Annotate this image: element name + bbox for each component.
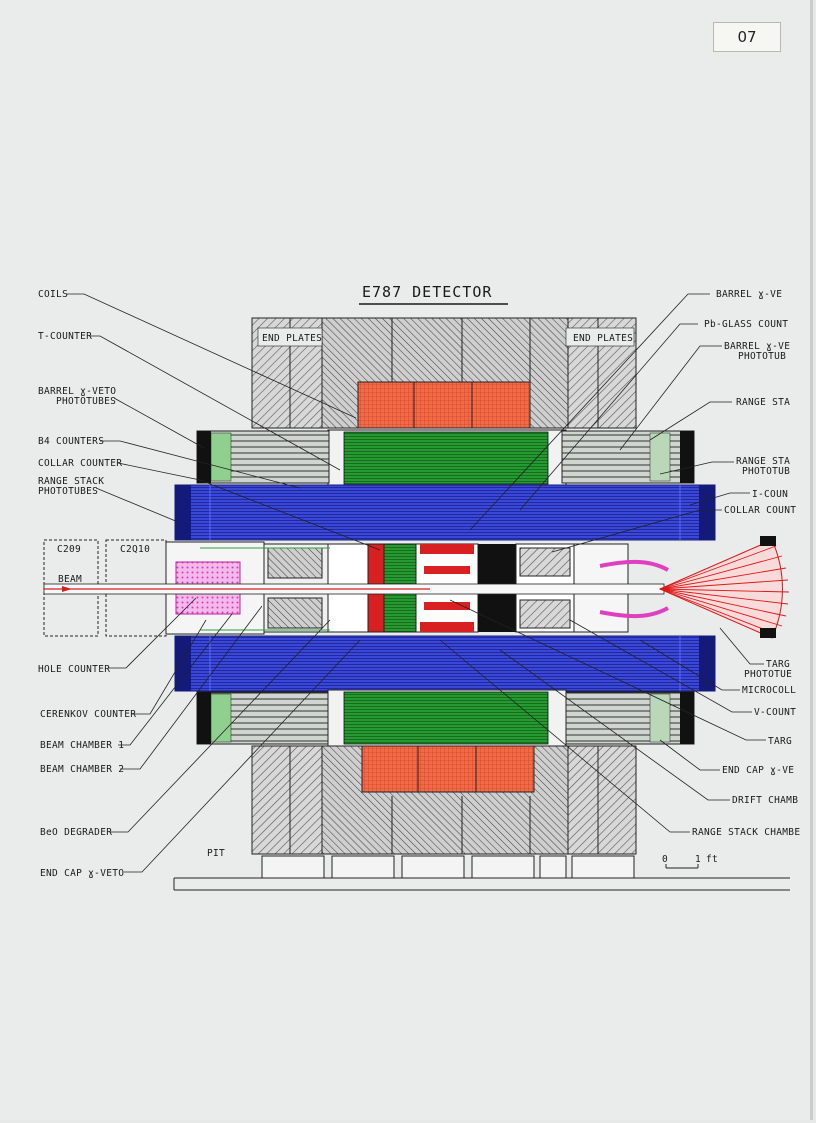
lower-left-phototubes	[196, 691, 330, 745]
pb-glass-counter-label: Pb-GLASS COUNT	[704, 319, 788, 330]
i-counter-label: I-COUN	[752, 489, 788, 500]
right-labels: BARREL ɣ-VE Pb-GLASS COUNT BARREL ɣ-VE P…	[692, 289, 800, 838]
upper-right-phototubes	[561, 430, 695, 484]
barrel-veto-phototubes-label-2: PHOTOTUBES	[56, 396, 116, 407]
scale-unit: ft	[706, 854, 718, 865]
beo-degrader-label: BeO DEGRADER	[40, 827, 112, 838]
coils-label: COILS	[38, 289, 68, 300]
t-counter-label: T-COUNTER	[38, 331, 92, 342]
target-label: TARG	[768, 736, 792, 747]
end-cap-veto-left-label: END CAP ɣ-VETO	[40, 868, 124, 879]
pit-label: PIT	[207, 848, 225, 859]
lower-barrel-region	[327, 689, 567, 747]
lower-range-stack	[174, 635, 716, 692]
barrel-veto-phototubes-label-1: BARREL ɣ-VETO	[38, 386, 116, 397]
page-number-tag: 07	[713, 22, 781, 52]
upper-coils	[357, 381, 531, 429]
b4-counters-label: B4 COUNTERS	[38, 436, 104, 447]
microcollimator-label: MICROCOLL	[742, 685, 796, 696]
upper-range-stack	[174, 484, 716, 541]
collar-counter-right-label: COLLAR COUNT	[724, 505, 796, 516]
upper-barrel-region	[327, 429, 567, 487]
scale-zero: 0	[662, 854, 668, 865]
v-counter-label: V-COUNT	[754, 707, 796, 718]
central-region	[43, 539, 669, 637]
range-stack-chamber-label: RANGE STACK CHAMBE	[692, 827, 800, 838]
c2q10-label: C2Q10	[120, 544, 150, 555]
c209-label: C209	[57, 544, 81, 555]
barrel-veto-right-label: BARREL ɣ-VE	[716, 289, 782, 300]
collar-counter-left-label: COLLAR COUNTER	[38, 458, 122, 469]
range-stack-phototubes-label-1: RANGE STACK	[38, 476, 104, 487]
end-cap-veto-right-label: END CAP ɣ-VE	[722, 765, 794, 776]
beam-label: BEAM	[58, 574, 82, 585]
target-fiber-fan	[658, 536, 790, 639]
drift-chamber-label: DRIFT CHAMB	[732, 795, 798, 806]
diagram-title: E787 DETECTOR	[362, 283, 492, 301]
lower-yoke	[251, 745, 637, 855]
hole-counter-label: HOLE COUNTER	[38, 664, 110, 675]
beam-chamber-2-label: BEAM CHAMBER 2	[40, 764, 124, 775]
left-labels: COILS T-COUNTER BARREL ɣ-VETO PHOTOTUBES…	[38, 289, 136, 879]
barrel-veto-phototub-label-1: BARREL ɣ-VE	[724, 341, 790, 352]
beam-chamber-1-label: BEAM CHAMBER 1	[40, 740, 124, 751]
end-plates-right-label: END PLATES	[573, 333, 633, 344]
right-leader-lines	[439, 293, 766, 833]
cerenkov-counter-label: CERENKOV COUNTER	[40, 709, 136, 720]
lower-coils	[361, 745, 535, 793]
barrel-veto-phototub-label-2: PHOTOTUB	[738, 351, 786, 362]
scale-one: 1	[695, 854, 701, 865]
range-stack-phototubes-label-2: PHOTOTUBES	[38, 486, 98, 497]
end-plates-left-label: END PLATES	[262, 333, 322, 344]
range-stack-phototub-label-1: RANGE STA	[736, 456, 790, 467]
range-stack-right-label: RANGE STA	[736, 397, 790, 408]
target-phototube-label-1: TARG	[766, 659, 790, 670]
support-feet	[173, 855, 790, 891]
left-leader-lines	[66, 293, 381, 873]
target-phototube-label-2: PHOTOTUE	[744, 669, 792, 680]
lower-right-phototubes	[561, 691, 695, 745]
range-stack-phototub-label-2: PHOTOTUB	[742, 466, 790, 477]
scale-bar: 0 1 ft	[662, 854, 718, 869]
upper-left-phototubes	[196, 430, 330, 484]
